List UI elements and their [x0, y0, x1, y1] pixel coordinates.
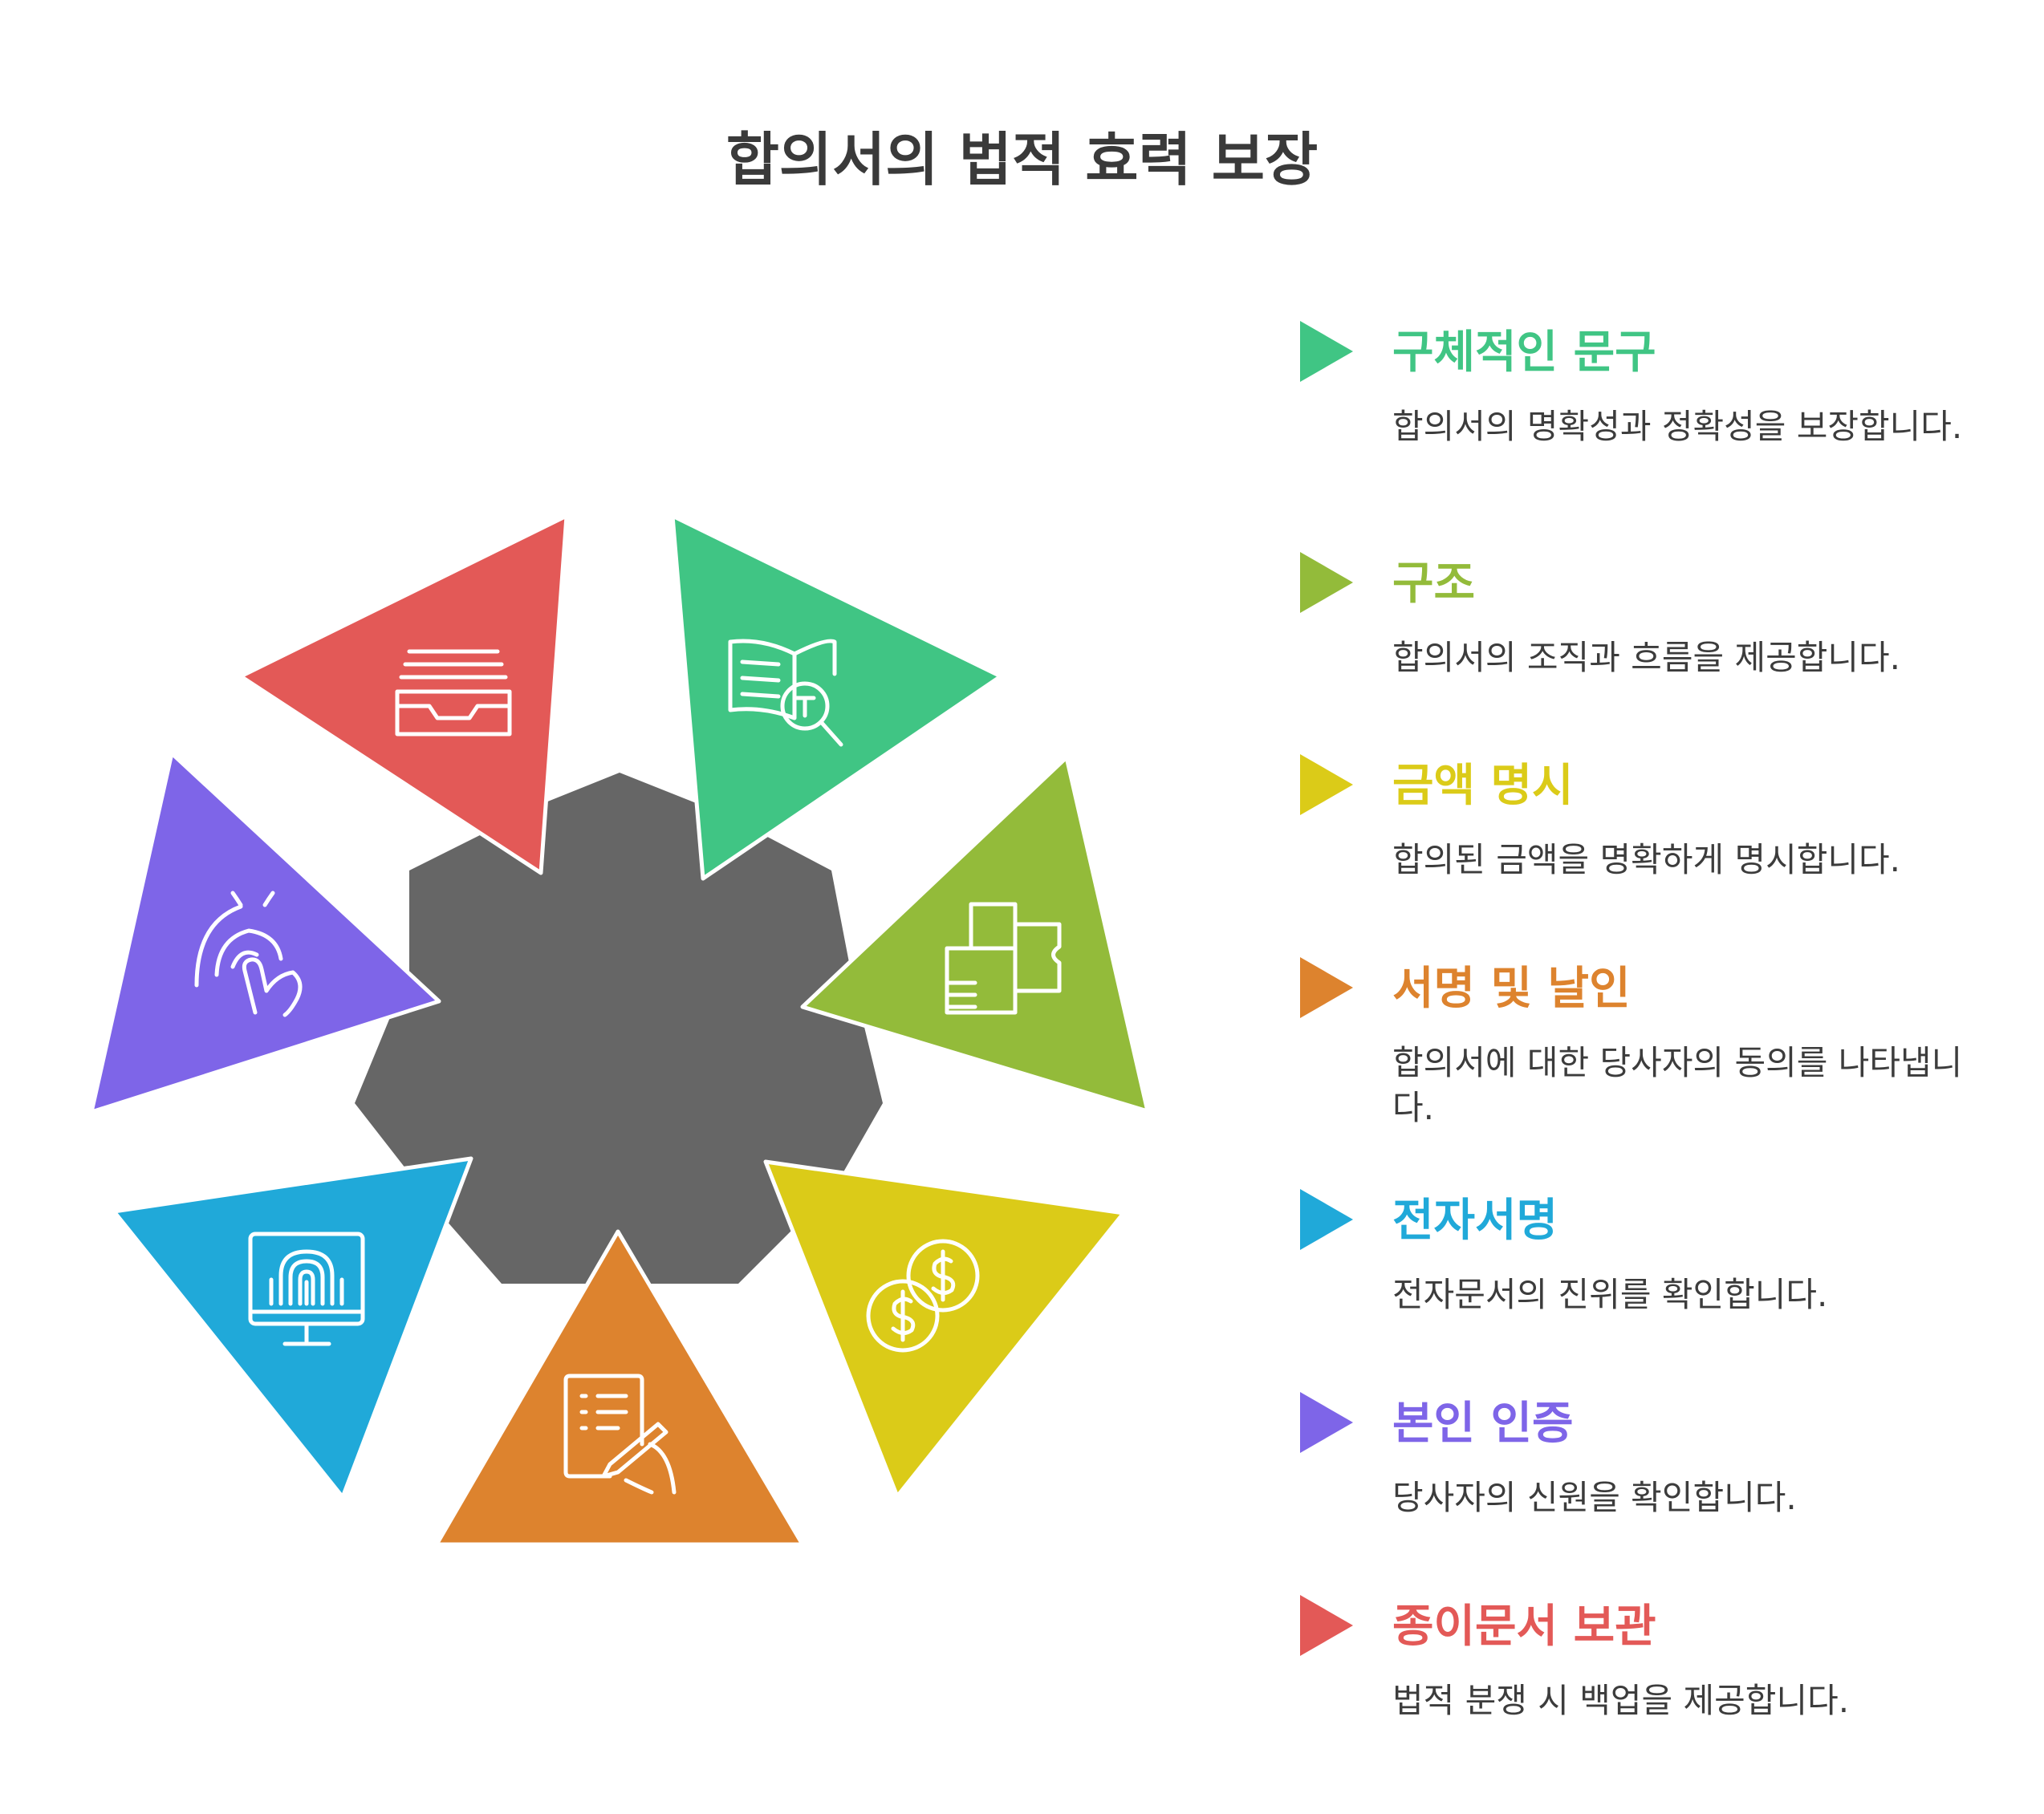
triangle-arrow-icon [1300, 957, 1353, 1018]
triangle-identity [89, 751, 441, 1114]
triangle-arrow-icon [1300, 321, 1353, 382]
legend-description: 합의서의 조직과 흐름을 제공합니다. [1392, 638, 1901, 677]
triangle-arrow-icon [1300, 552, 1353, 613]
monitor-fingerprint-icon [248, 1232, 365, 1346]
triangle-paper-storage [238, 513, 569, 875]
legend-title: 전자서명 [1392, 1195, 1558, 1247]
legend-description: 당사자의 신원을 확인합니다. [1392, 1478, 1797, 1517]
legend-title: 본인 인증 [1392, 1398, 1574, 1450]
triangle-specific-wording [670, 513, 1003, 881]
legend-title: 구조 [1392, 558, 1476, 610]
center-polygon [355, 773, 883, 1284]
legend-description: 전자문서의 진위를 확인합니다. [1392, 1275, 1828, 1314]
triangle-arrow-icon [1300, 754, 1353, 815]
legend-title: 서명 및 날인 [1392, 963, 1631, 1015]
legend-title: 종이문서 보관 [1392, 1601, 1656, 1653]
triangle-arrow-icon [1300, 1392, 1353, 1453]
triangle-structure [800, 755, 1150, 1114]
triangle-e-signature [112, 1156, 473, 1499]
legend-description: 합의서에 대한 당사자의 동의를 나타냅니다. [1392, 1043, 1963, 1127]
dollar-coins-icon [866, 1239, 980, 1353]
legend-title: 구체적인 문구 [1392, 327, 1656, 379]
page-title: 합의서의 법적 효력 보장 [725, 126, 1319, 193]
legend-description: 합의된 금액을 명확하게 명시합니다. [1392, 840, 1901, 879]
document-signing-icon [563, 1374, 677, 1495]
triangle-amount [763, 1159, 1126, 1499]
book-text-search-icon [728, 639, 843, 747]
legend-description: 합의서의 명확성과 정확성을 보장합니다. [1392, 407, 1963, 446]
touch-gesture-icon [194, 891, 303, 1017]
triangle-arrow-icon [1300, 1189, 1353, 1250]
triangle-arrow-icon [1300, 1595, 1353, 1656]
puzzle-blocks-icon [945, 902, 1062, 1015]
legend-title: 금액 명시 [1392, 760, 1574, 812]
triangle-signature-seal [434, 1229, 805, 1547]
paper-tray-icon [395, 649, 512, 737]
legend-description: 법적 분쟁 시 백업을 제공합니다. [1392, 1681, 1850, 1720]
